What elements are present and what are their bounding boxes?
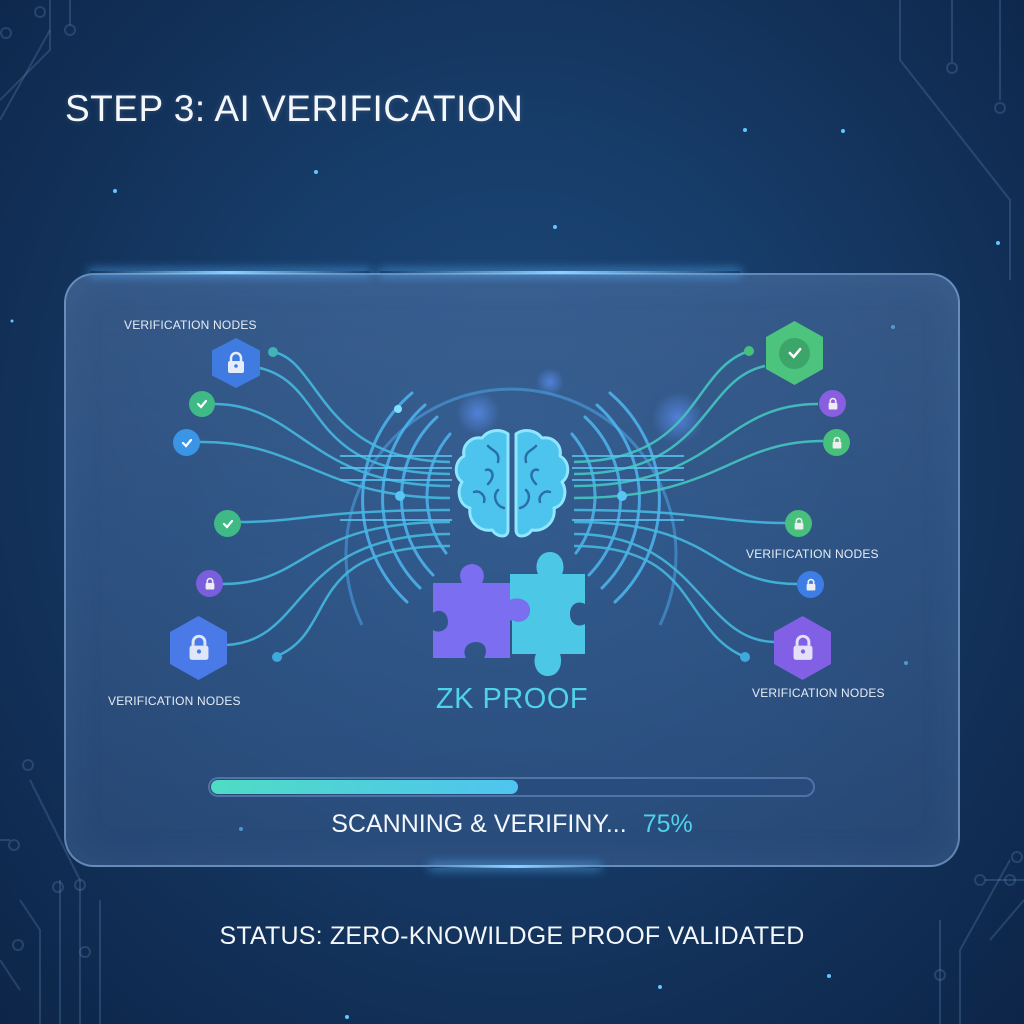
lock-icon — [205, 577, 214, 589]
verification-node-lock[interactable] — [170, 616, 227, 680]
lock-icon — [228, 351, 244, 373]
progress-fill — [211, 780, 518, 794]
panel-top-glow — [90, 271, 370, 274]
verification-nodes-label: VERIFICATION NODES — [746, 547, 879, 561]
verification-node-check[interactable] — [173, 429, 200, 456]
check-badge — [779, 337, 810, 369]
verification-node-lock[interactable] — [774, 616, 831, 680]
lock-icon — [828, 397, 837, 409]
verification-node-lock[interactable] — [819, 390, 846, 417]
lock-icon — [832, 436, 841, 448]
progress-label: SCANNING & VERIFINY... — [331, 810, 627, 838]
verification-node-lock[interactable] — [823, 429, 850, 456]
check-icon — [196, 399, 208, 409]
check-icon — [788, 347, 801, 359]
progress-status: SCANNING & VERIFINY... 75% — [0, 810, 1024, 839]
progress-percent: 75% — [642, 810, 693, 838]
zk-proof-label: ZK PROOF — [435, 683, 589, 715]
verification-nodes-label: VERIFICATION NODES — [108, 694, 241, 708]
page-title: STEP 3: AI VERIFICATION — [65, 88, 524, 129]
check-icon — [222, 519, 233, 529]
lock-icon — [189, 634, 208, 660]
lock-icon — [793, 634, 812, 660]
verification-node-lock[interactable] — [212, 338, 260, 388]
verification-nodes-label: VERIFICATION NODES — [752, 686, 885, 700]
lock-icon — [794, 517, 803, 529]
status-message: STATUS: ZERO-KNOWILDGE PROOF VALIDATED — [219, 922, 805, 950]
verification-node-check[interactable] — [189, 391, 215, 417]
verification-node-check[interactable] — [214, 510, 241, 537]
panel-bottom-glow — [430, 865, 600, 868]
verification-node-lock[interactable] — [196, 570, 223, 597]
progress-bar — [208, 777, 815, 797]
lock-icon — [806, 578, 815, 590]
panel-top-glow — [380, 271, 740, 274]
verification-node-lock[interactable] — [785, 510, 812, 537]
verification-node-lock[interactable] — [797, 571, 824, 598]
verification-nodes-label: VERIFICATION NODES — [124, 318, 257, 332]
check-icon — [181, 438, 192, 448]
